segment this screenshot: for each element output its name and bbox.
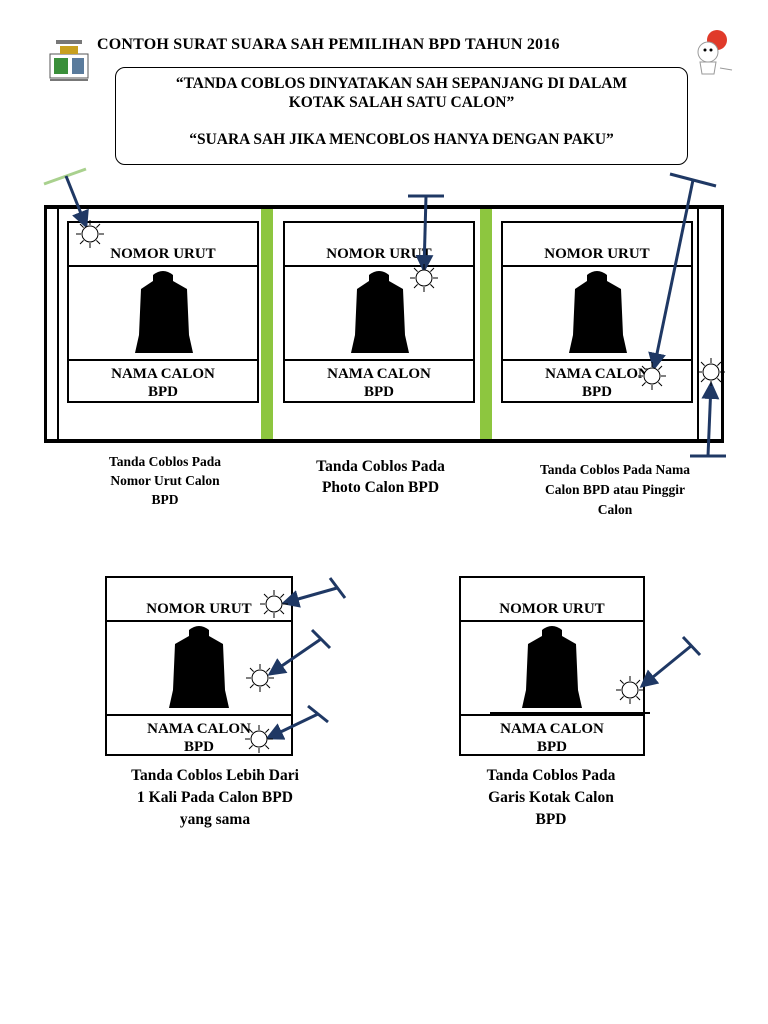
candidate-photo	[285, 265, 473, 357]
green-divider	[261, 209, 273, 439]
arrow-icon	[267, 628, 332, 676]
punch-mark-icon	[409, 263, 439, 293]
arrow-icon	[408, 194, 444, 273]
arrow-icon	[690, 381, 726, 458]
nomor-urut-label: NOMOR URUT	[503, 223, 691, 267]
rule-line-3: “SUARA SAH JIKA MENCOBLOS HANYA DENGAN P…	[189, 131, 614, 148]
committee-logo-icon	[49, 40, 89, 81]
candidate-photo	[461, 620, 643, 712]
ballot-inner-line	[57, 209, 59, 439]
candidate-photo	[107, 620, 291, 712]
rule-line-2: KOTAK SALAH SATU CALON”	[288, 94, 515, 111]
punch-mark-icon	[637, 361, 667, 391]
punch-mark-icon	[615, 675, 645, 705]
green-divider	[480, 209, 492, 439]
mascot-icon	[697, 30, 733, 75]
arrow-icon	[639, 635, 702, 688]
ballot-inner-line	[697, 209, 699, 439]
rule-line-1: “TANDA COBLOS DINYATAKAN SAH SEPANJANG D…	[175, 75, 628, 92]
punch-mark-icon	[696, 357, 726, 387]
nomor-urut-label: NOMOR URUT	[107, 578, 291, 622]
punch-mark-icon	[244, 724, 274, 754]
nomor-urut-label: NOMOR URUT	[285, 223, 473, 267]
candidate-photo	[69, 265, 257, 357]
arrow-icon	[648, 172, 717, 371]
punch-mark-icon	[245, 663, 275, 693]
candidate-photo	[503, 265, 691, 357]
nomor-urut-label: NOMOR URUT	[69, 223, 257, 267]
arrow-icon	[281, 577, 347, 608]
arrow-icon	[43, 167, 89, 229]
punch-mark-icon	[259, 589, 289, 619]
page-title: CONTOH SURAT SUARA SAH PEMILIHAN BPD TAH…	[97, 36, 560, 53]
nomor-urut-label: NOMOR URUT	[461, 578, 643, 622]
punch-mark-icon	[75, 219, 105, 249]
rules-box: “TANDA COBLOS DINYATAKAN SAH SEPANJANG D…	[115, 67, 688, 165]
arrow-icon	[265, 704, 329, 740]
